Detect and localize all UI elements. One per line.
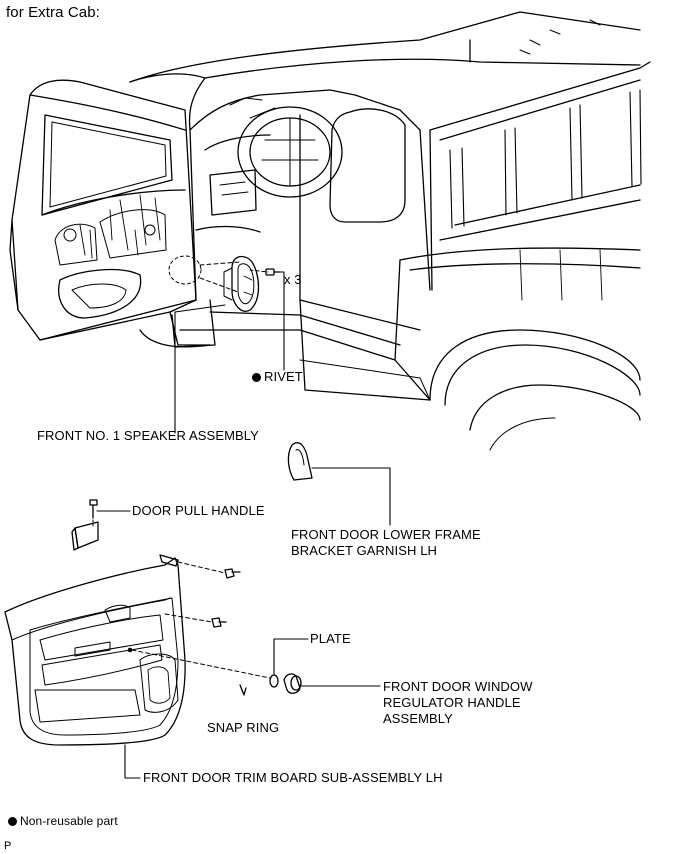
- non-reusable-dot-icon: [252, 373, 261, 382]
- speaker-opening: [168, 255, 202, 285]
- legend-dot-icon: [8, 817, 17, 826]
- legend-text: Non-reusable part: [20, 814, 118, 828]
- trim-screw-upper: [177, 561, 241, 579]
- plate-label: PLATE: [310, 631, 351, 646]
- plate-leader: [273, 638, 309, 675]
- rivet-part: [265, 268, 281, 276]
- snap-ring-part: [239, 684, 247, 696]
- plate-part: [269, 674, 279, 688]
- trim-screw-middle: [164, 613, 227, 628]
- page-title: for Extra Cab:: [6, 4, 100, 21]
- regulator-label-line1: FRONT DOOR WINDOW: [383, 679, 533, 694]
- garnish-label-line2: BRACKET GARNISH LH: [291, 543, 438, 558]
- regulator-label-line2: REGULATOR HANDLE: [383, 695, 521, 710]
- legend: Non-reusable part: [8, 813, 118, 829]
- trim-board-leader: [124, 744, 141, 779]
- rivet-text: RIVET: [264, 369, 303, 384]
- garnish-leader: [311, 467, 391, 526]
- regulator-handle-label: FRONT DOOR WINDOW REGULATOR HANDLE ASSEM…: [383, 679, 533, 727]
- front-door-open: [9, 79, 211, 346]
- door-pull-handle-part: [71, 499, 99, 551]
- door-pull-handle-label: DOOR PULL HANDLE: [132, 503, 265, 518]
- trim-board-part: [4, 554, 186, 746]
- quantity-leader: [279, 271, 285, 371]
- garnish-label-line1: FRONT DOOR LOWER FRAME: [291, 527, 481, 542]
- speaker-assembly-part: [223, 255, 260, 312]
- speaker-label: FRONT NO. 1 SPEAKER ASSEMBLY: [37, 428, 259, 443]
- figure-code: P: [4, 840, 12, 852]
- garnish-part: [287, 442, 313, 481]
- truck-illustration: [129, 11, 651, 451]
- trim-board-label: FRONT DOOR TRIM BOARD SUB-ASSEMBLY LH: [143, 770, 443, 785]
- regulator-label-line3: ASSEMBLY: [383, 711, 453, 726]
- snap-ring-label: SNAP RING: [207, 720, 280, 735]
- rivet-label: RIVET: [252, 369, 303, 385]
- regulator-handle-part: [283, 673, 302, 694]
- quantity-label: x 3: [284, 272, 302, 287]
- garnish-label: FRONT DOOR LOWER FRAME BRACKET GARNISH L…: [291, 527, 481, 559]
